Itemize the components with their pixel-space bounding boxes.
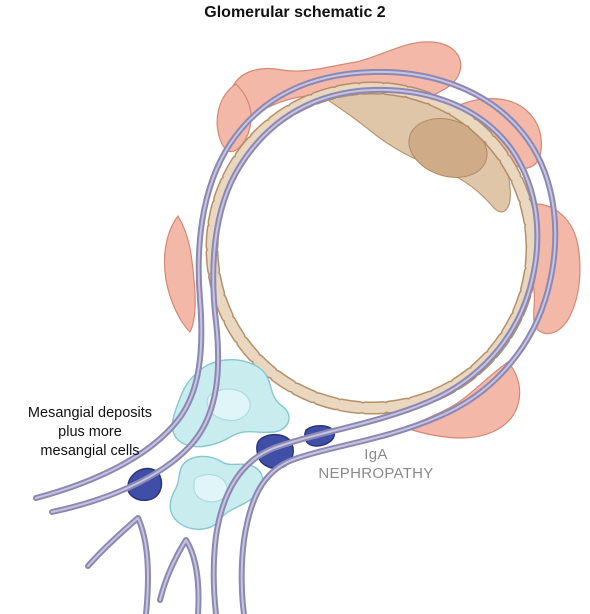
gbm-stalk-left-highlight	[87, 517, 149, 614]
condition-label: IgA NEPHROPATHY	[296, 445, 456, 483]
glomerular-basement-membrane	[33, 68, 559, 614]
mesangial-cell-lower-inner	[193, 474, 228, 503]
mesangial-label-line-1: Mesangial deposits	[27, 405, 153, 421]
endothelial-nucleus	[408, 118, 488, 178]
gbm-stalk-left	[85, 515, 151, 614]
condition-label-line-2: NEPHROPATHY	[318, 465, 434, 482]
mesangial-label-line-2: plus more	[58, 424, 122, 440]
podocyte-left-middle	[163, 214, 196, 334]
podocyte-left-upper	[216, 83, 252, 153]
gbm-stalk-middle-highlight	[159, 539, 200, 614]
figure-title: Glomerular schematic 2	[204, 4, 386, 21]
gbm-inner-loop-highlight	[51, 88, 539, 614]
mesangial-label-line-3: mesangial cells	[40, 443, 140, 459]
condition-label-line-1: IgA	[364, 446, 388, 463]
gbm-outer-loop-highlight	[35, 70, 557, 614]
mesangial-cell-upper-inner	[206, 388, 251, 421]
mesangial-deposits-label: Mesangial deposits plus more mesangial c…	[2, 404, 178, 461]
